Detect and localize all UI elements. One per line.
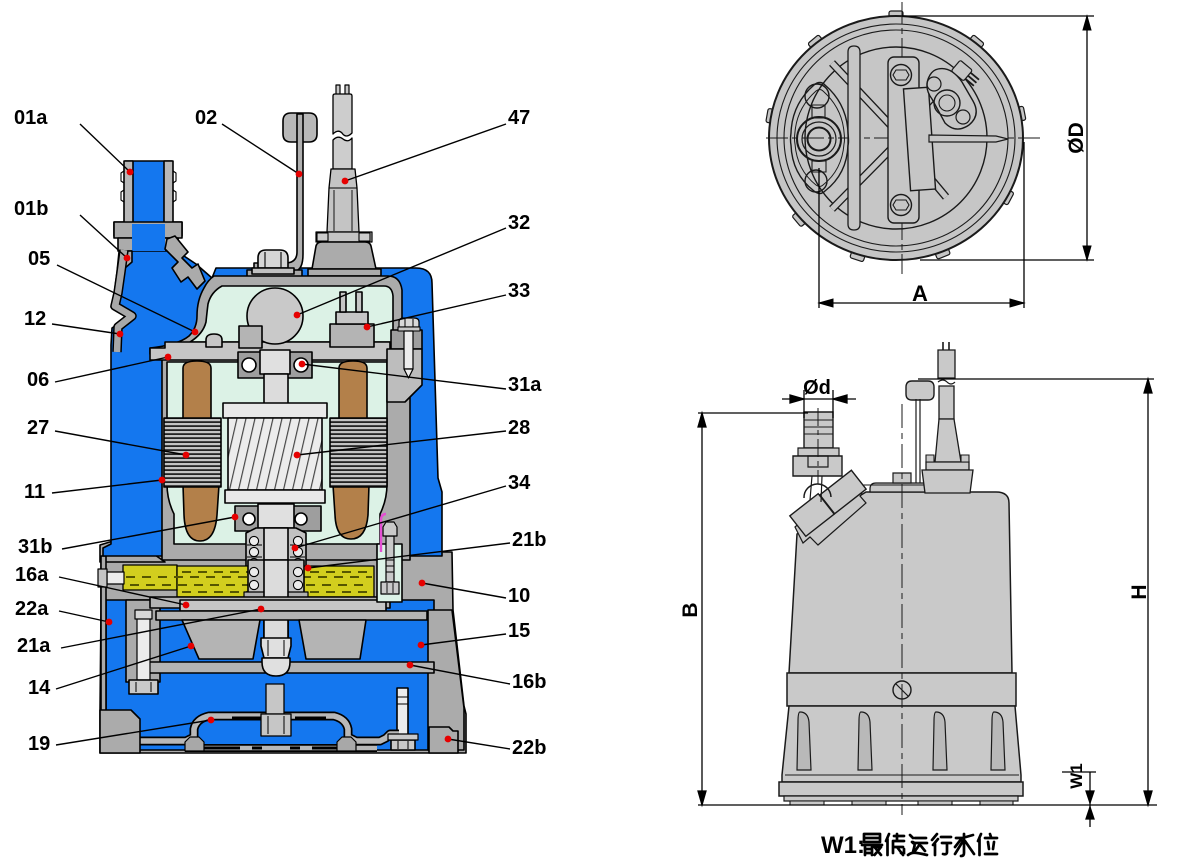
svg-text:06: 06 — [27, 369, 49, 391]
svg-text:W1:: W1: — [821, 832, 865, 859]
svg-text:15: 15 — [508, 620, 530, 642]
svg-text:05: 05 — [28, 248, 50, 270]
svg-text:21a: 21a — [17, 635, 51, 657]
svg-text:47: 47 — [508, 107, 530, 129]
svg-text:34: 34 — [508, 472, 531, 494]
svg-text:21b: 21b — [512, 529, 546, 551]
svg-text:12: 12 — [24, 308, 46, 330]
svg-text:16a: 16a — [15, 564, 49, 586]
svg-text:A: A — [912, 281, 928, 306]
svg-text:01a: 01a — [14, 107, 48, 129]
svg-text:32: 32 — [508, 212, 530, 234]
svg-text:11: 11 — [24, 481, 45, 503]
svg-text:ØD: ØD — [1065, 122, 1088, 154]
svg-text:W1: W1 — [1067, 763, 1086, 789]
svg-text:31b: 31b — [18, 536, 52, 558]
svg-text:02: 02 — [195, 107, 217, 129]
svg-text:14: 14 — [28, 677, 51, 699]
svg-text:28: 28 — [508, 417, 530, 439]
svg-text:22b: 22b — [512, 737, 546, 759]
svg-text:16b: 16b — [512, 671, 546, 693]
svg-text:B: B — [679, 602, 702, 617]
svg-text:01b: 01b — [14, 198, 48, 220]
svg-text:31a: 31a — [508, 374, 542, 396]
svg-text:19: 19 — [28, 733, 50, 755]
svg-text:H: H — [1128, 584, 1151, 599]
svg-text:10: 10 — [508, 585, 530, 607]
svg-text:33: 33 — [508, 280, 530, 302]
svg-text:22a: 22a — [15, 598, 49, 620]
svg-text:27: 27 — [27, 417, 49, 439]
svg-text:Ød: Ød — [803, 377, 831, 399]
